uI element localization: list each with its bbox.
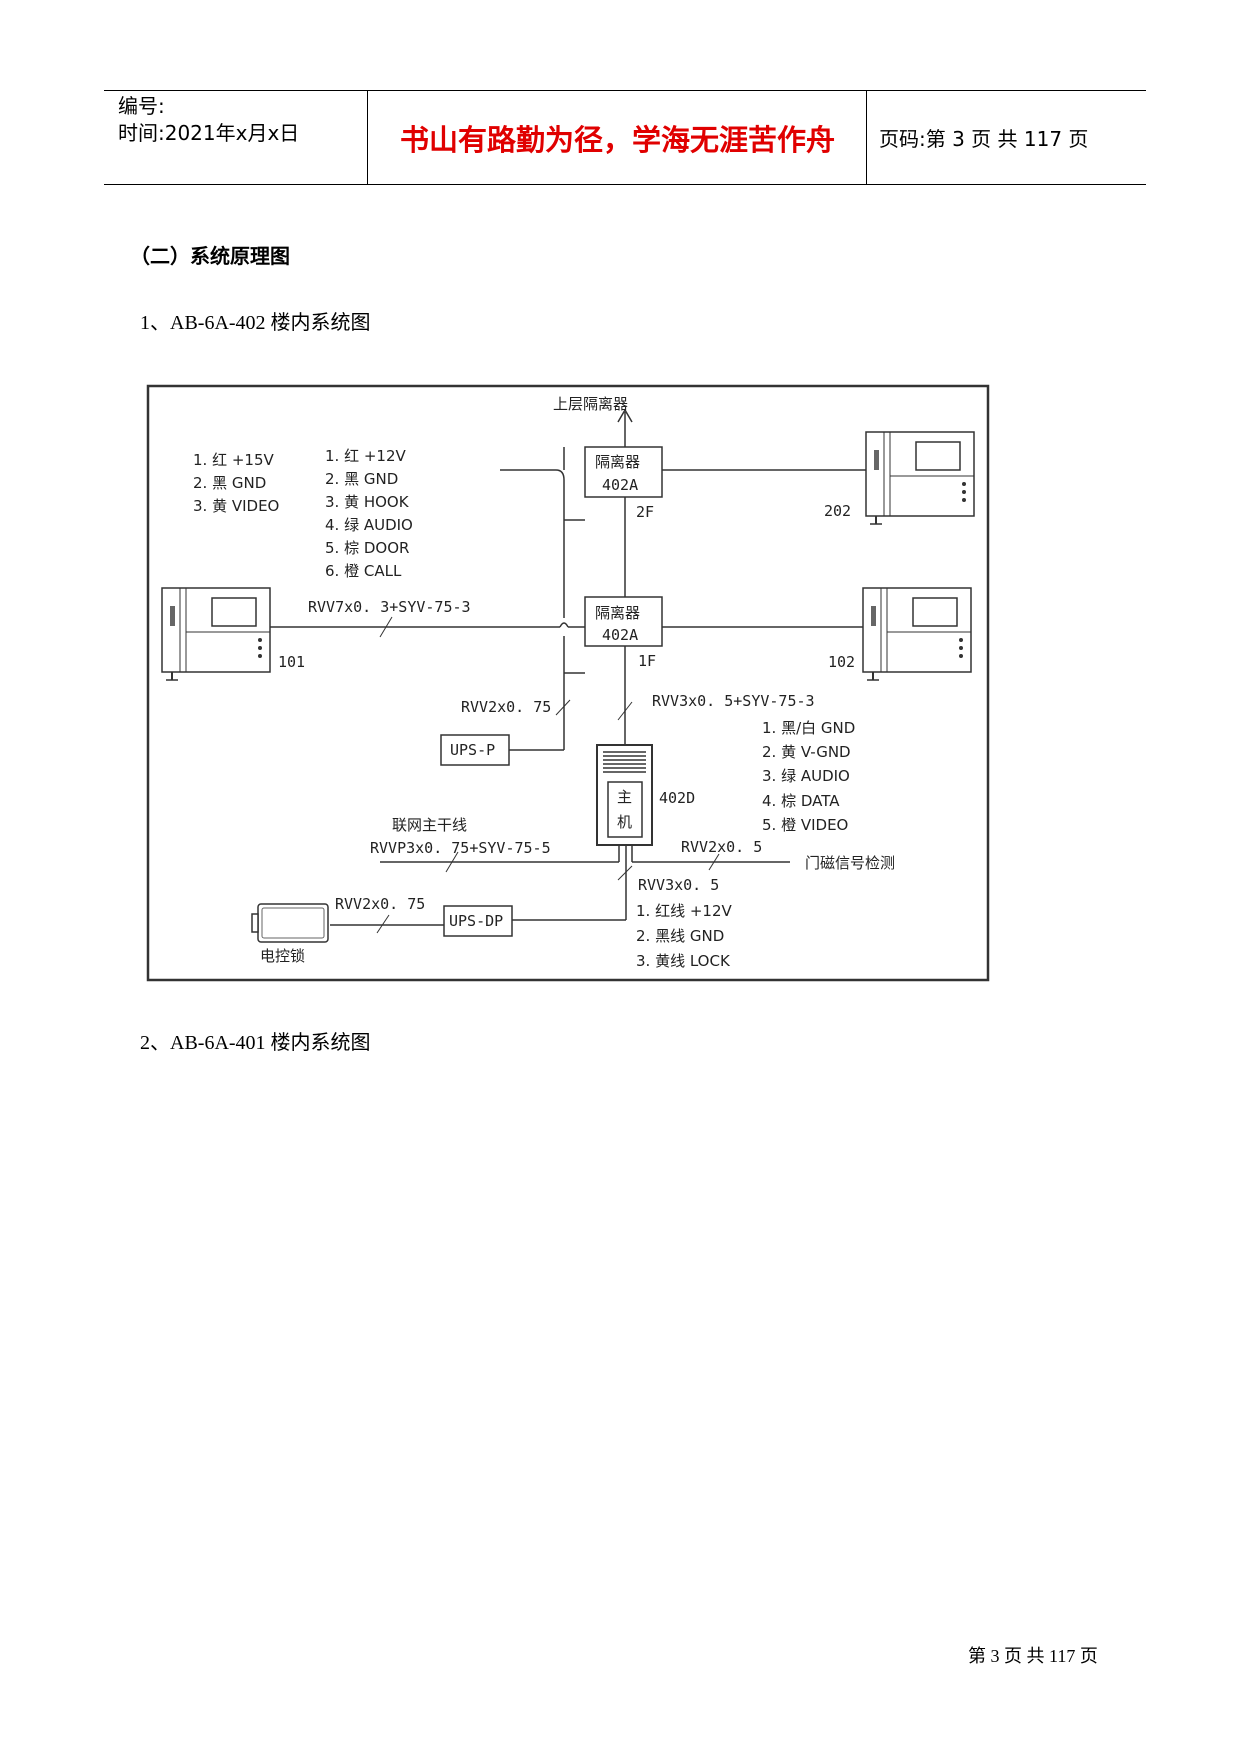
floor-1f-label: 1F <box>638 652 656 670</box>
unit-102-label: 102 <box>828 653 855 671</box>
ups-p-box <box>440 734 510 766</box>
time-label: 时间:2021年x月x日 <box>118 121 300 145</box>
legend-b-4: 4. 绿 AUDIO <box>325 516 413 534</box>
legend-d-2: 2. 黑线 GND <box>636 927 724 945</box>
lock-cable-label: RVV3x0. 5 <box>638 876 719 894</box>
unit-101-label: 101 <box>278 653 305 671</box>
motto: 书山有路勤为径，学海无涯苦作舟 <box>369 91 867 184</box>
isolator-2f-model: 402A <box>602 476 638 494</box>
isolator-2f-label: 隔离器 <box>595 453 640 471</box>
lock-label: 电控锁 <box>260 947 305 965</box>
floor-2f-label: 2F <box>636 503 654 521</box>
monitor-202 <box>865 431 975 525</box>
legend-b-1: 1. 红 +12V <box>325 447 407 465</box>
cable-main-label: RVV7x0. 3+SYV-75-3 <box>308 598 471 616</box>
network-trunk-label: 联网主干线 <box>392 816 467 834</box>
ups-dp-label: UPS-DP <box>449 912 503 930</box>
legend-d-1: 1. 红线 +12V <box>636 902 733 920</box>
host-label-1: 主 <box>617 788 632 806</box>
legend-b-2: 2. 黑 GND <box>325 470 398 488</box>
upper-isolator-label: 上层隔离器 <box>553 395 628 413</box>
page-footer: 第 3 页 共 117 页 <box>968 1646 1098 1666</box>
page-header: 编号: 时间:2021年x月x日 书山有路勤为径，学海无涯苦作舟 页码:第 3 … <box>104 90 1146 185</box>
legend-a-1: 1. 红 +15V <box>193 451 275 469</box>
legend-a-3: 3. 黄 VIDEO <box>193 497 279 515</box>
isolator-2f <box>584 446 663 498</box>
legend-c-4: 4. 棕 DATA <box>762 792 840 810</box>
cable-ups-label: RVV2x0. 75 <box>461 698 551 716</box>
legend-c-5: 5. 橙 VIDEO <box>762 816 848 834</box>
diagram-frame <box>146 384 990 982</box>
host-model-label: 402D <box>659 789 695 807</box>
subheading-2: 2、AB-6A-401 楼内系统图 <box>140 1032 371 1054</box>
ups-dp-box <box>443 905 513 937</box>
monitor-102 <box>862 587 972 681</box>
door-cable-label: RVV2x0. 5 <box>681 838 762 856</box>
electric-lock-icon <box>251 903 329 943</box>
legend-c-3: 3. 绿 AUDIO <box>762 767 850 785</box>
legend-c-2: 2. 黄 V-GND <box>762 743 851 761</box>
legend-c-1: 1. 黑/白 GND <box>762 719 855 737</box>
header-left: 编号: 时间:2021年x月x日 <box>104 91 368 184</box>
ups-p-label: UPS-P <box>450 741 495 759</box>
host-label-2: 机 <box>617 813 632 831</box>
isolator-1f-label: 隔离器 <box>595 604 640 622</box>
isolator-1f-model: 402A <box>602 626 638 644</box>
lock-cable2-label: RVV2x0. 75 <box>335 895 425 913</box>
legend-b-3: 3. 黄 HOOK <box>325 493 410 511</box>
monitor-101 <box>161 587 271 681</box>
subheading-1: 1、AB-6A-402 楼内系统图 <box>140 312 371 334</box>
legend-d-3: 3. 黄线 LOCK <box>636 952 731 970</box>
isolator-1f <box>584 596 663 647</box>
legend-a-2: 2. 黑 GND <box>193 474 266 492</box>
network-cable-label: RVVP3x0. 75+SYV-75-5 <box>370 839 551 857</box>
cable-host-label: RVV3x0. 5+SYV-75-3 <box>652 692 815 710</box>
legend-b-6: 6. 橙 CALL <box>325 562 402 580</box>
door-sensor-label: 门磁信号检测 <box>805 854 895 872</box>
section-title: （二）系统原理图 <box>130 244 290 268</box>
unit-202-label: 202 <box>824 502 851 520</box>
page-label: 页码:第 3 页 共 117 页 <box>879 127 1089 151</box>
number-label: 编号: <box>118 94 165 118</box>
legend-b-5: 5. 棕 DOOR <box>325 539 409 557</box>
